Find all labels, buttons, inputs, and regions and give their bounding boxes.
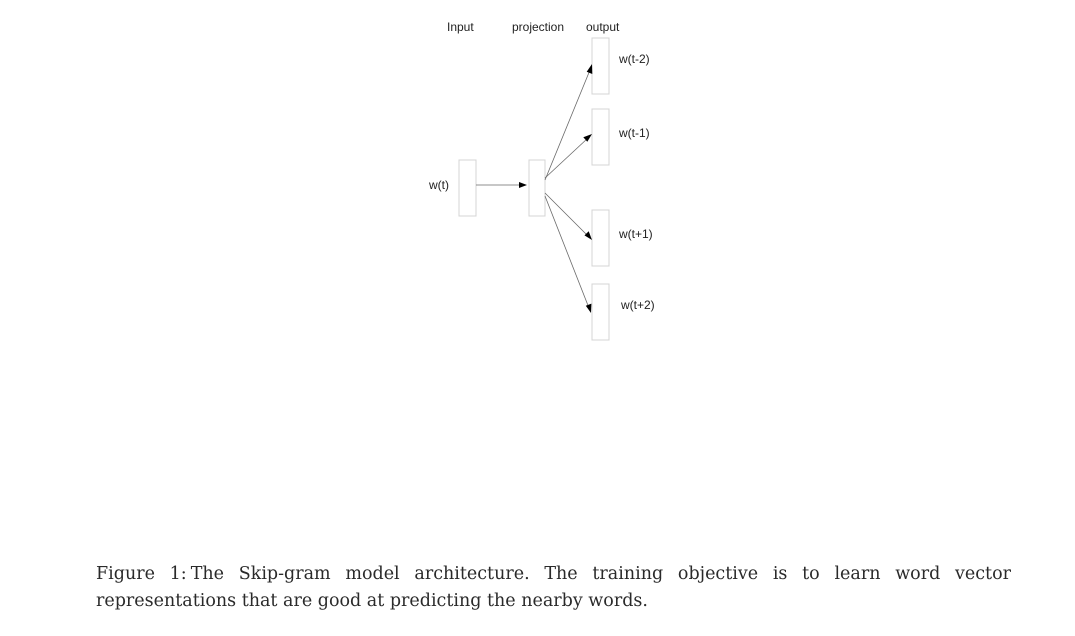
figure-caption-label: Figure 1: xyxy=(96,564,187,584)
projection-layer-label: projection xyxy=(512,20,564,34)
figure-caption-text: The Skip-gram model architecture. The tr… xyxy=(96,564,1011,611)
arrowhead-to-t-plus-2 xyxy=(585,303,592,313)
output-node-t-minus-2 xyxy=(591,37,610,95)
connector-to-t-minus-2 xyxy=(544,69,591,181)
output-layer-label: output xyxy=(586,20,620,34)
input-layer-label: Input xyxy=(447,20,474,34)
input-to-projection-arrowhead xyxy=(519,182,527,188)
output-node-t-minus-1 xyxy=(591,108,610,166)
arrowhead-to-t-plus-1 xyxy=(584,231,592,240)
output-node-t-plus-2 xyxy=(591,283,610,341)
connector-to-t-plus-1 xyxy=(544,192,589,237)
arrowhead-to-t-minus-1 xyxy=(583,134,592,142)
output-word-label-t-plus-1: w(t+1) xyxy=(618,227,653,241)
output-word-label-t-minus-2: w(t-2) xyxy=(618,52,650,66)
connector-to-t-plus-2 xyxy=(544,195,590,309)
output-word-label-t-plus-2: w(t+2) xyxy=(620,298,655,312)
arrowhead-to-t-minus-2 xyxy=(586,64,593,74)
input-word-label: w(t) xyxy=(428,178,449,192)
connector-to-t-minus-1 xyxy=(544,137,589,179)
output-node-t-plus-1 xyxy=(591,209,610,267)
projection-node xyxy=(528,159,546,217)
input-node xyxy=(458,159,477,217)
figure-caption: Figure 1:The Skip-gram model architectur… xyxy=(96,561,1011,615)
output-word-label-t-minus-1: w(t-1) xyxy=(618,126,650,140)
